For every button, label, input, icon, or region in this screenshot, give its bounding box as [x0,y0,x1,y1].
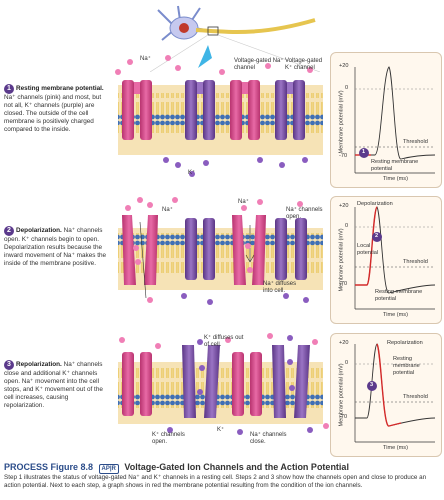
graph-2-y-top: +20 [339,203,349,209]
label-k-channels-open: K⁺ channels open. [152,432,185,445]
step-1-body: Na⁺ channels (pink) and most, but not al… [4,94,102,133]
na-channel-closed [122,80,152,140]
graph-2-ylabel: Membrane potential (mV) [338,228,345,292]
graph-1-threshold: Threshold [403,139,428,145]
apr-badge: AP|R [98,464,119,474]
graph-2-resting: Resting membrane potential [375,289,423,302]
figure-number: PROCESS Figure 8.8 [4,462,94,472]
label-k-ion: K⁺ [188,170,196,176]
na-channel-closed [232,352,262,416]
membrane-panel-depolarization [118,197,323,305]
na-channel-open [122,215,158,299]
k-channel-closed [185,80,215,140]
step-3-body: Na⁺ channels close and additional K⁺ cha… [4,361,103,409]
neuron-illustration [150,5,320,72]
figure-caption: PROCESS Figure 8.8 AP|R Voltage-Gated Io… [4,463,440,490]
label-na-ion-3: Na⁺ [238,199,249,205]
step-3-title: Repolarization. [16,361,62,368]
graph-repolarization-plot [354,343,436,443]
graph-resting: +20 0 -70 Membrane potential (mV) Time (… [330,52,442,188]
step-2-title: Depolarization. [16,227,62,234]
graph-3-ylabel: Membrane potential (mV) [338,363,345,427]
graph-1-marker: 1 [362,149,366,155]
graph-resting-plot [354,66,436,174]
membrane-panel-resting [115,55,323,177]
graph-repolarization: +20 0 -70 Membrane potential (mV) Time (… [330,333,442,457]
graph-2-marker: 2 [375,233,379,239]
graph-1-annotation: Resting membrane potential [371,159,419,172]
na-channel-closed [230,80,260,140]
figure-caption-text: Step 1 illustrates the status of voltage… [4,474,427,489]
label-na-ion: Na⁺ [140,56,151,62]
graph-3-y-top: +20 [339,340,349,346]
k-ions-moving-out [167,335,313,435]
step-1-number: 1 [4,84,14,94]
na-ions [125,197,303,303]
graph-2-threshold: Threshold [403,259,428,265]
k-channel-closed [185,218,215,280]
label-voltage-gated-k-channel: Voltage-gated K⁺ channel [285,58,323,71]
graph-depolarization: +20 0 -70 Membrane potential (mV) Time (… [330,196,442,324]
label-voltage-gated-na-channel: Voltage-gated Na⁺ channel [234,58,284,71]
na-channel-closed [122,352,152,416]
label-na-channels-open: Na⁺ channels open. [286,207,323,220]
label-na-channels-close: Na⁺ channels close. [250,432,287,445]
label-na-diffuses: Na⁺ diffuses into cell. [263,281,297,294]
membrane-panel-repolarization [118,333,329,435]
k-channel-closed [275,80,305,140]
label-k-diffuses: K⁺ diffuses out of cell. [204,335,244,348]
graph-3-threshold: Threshold [403,394,428,400]
graph-1-y-bottom: -70 [339,153,348,159]
graph-2-local-potential: Local potential [357,243,379,256]
label-na-ion-2: Na⁺ [162,207,173,213]
na-ions-outside [115,55,313,75]
step-2-body: Na⁺ channels open. K⁺ channels begin to … [4,227,107,267]
step-3-number: 3 [4,360,14,370]
graph-1-ylabel: Membrane potential (mV) [338,90,345,154]
graph-2-xlabel: Time (ms) [383,312,408,318]
k-channel-opening [275,218,307,280]
graph-3-marker: 3 [370,382,374,388]
graph-3-resting: Resting membrane potential [393,356,420,376]
graph-1-xlabel: Time (ms) [383,176,408,182]
graph-3-repolarization-label: Repolarization [387,340,423,346]
k-ions [181,293,309,305]
k-ions-inside [163,157,308,177]
zoom-arrow [198,45,212,68]
graph-2-y-zero: 0 [345,223,349,229]
k-channel-open [182,345,220,418]
graph-2-depolarization-label: Depolarization [357,201,393,207]
graph-2-y-bottom: -70 [339,281,348,287]
neuron-cell-body [157,5,207,41]
step-2-number: 2 [4,226,14,236]
figure-title: Voltage-Gated Ion Channels and the Actio… [124,462,349,472]
step-1-title: Resting membrane potential. [16,85,104,92]
graph-1-y-zero: 0 [345,85,349,91]
na-channel-open [232,215,266,285]
axon [195,18,316,34]
label-k-ion-3: K⁺ [217,427,225,433]
graph-1-y-top: +20 [339,63,349,69]
graph-depolarization-plot [354,206,436,310]
graph-3-y-zero: 0 [345,360,349,366]
figure-title-line: PROCESS Figure 8.8 AP|R Voltage-Gated Io… [4,463,440,474]
k-channel-open [272,345,310,418]
membrane-diagrams [115,55,329,435]
graph-3-y-bottom: -70 [339,414,348,420]
graph-3-xlabel: Time (ms) [383,445,408,451]
na-ions [119,333,329,429]
